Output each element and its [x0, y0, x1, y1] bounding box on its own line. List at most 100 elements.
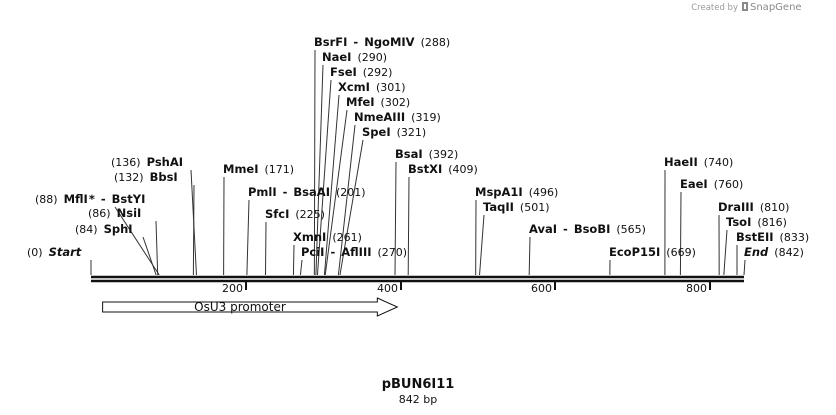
site-label[interactable]: (84)SphI — [75, 222, 133, 236]
feature-osu3-promoter[interactable]: OsU3 promoter — [102, 297, 399, 317]
site-label[interactable]: PmlI-BsaAI(201) — [248, 185, 366, 199]
site-label[interactable]: MmeI(171) — [223, 162, 294, 176]
site-separator: - — [283, 185, 288, 199]
ruler-label-400: 400 — [377, 282, 398, 295]
site-label[interactable]: End(842) — [744, 245, 804, 259]
map-title: pBUN6I11 — [382, 377, 455, 392]
feature-arrow[interactable] — [102, 297, 399, 317]
site-label[interactable]: NaeI(290) — [322, 50, 387, 64]
site-position: (171) — [265, 163, 295, 176]
backbone — [91, 275, 744, 283]
site-leader-line — [155, 220, 159, 276]
site-label[interactable]: TaqII (501) — [483, 200, 550, 214]
site-enzyme-name: AvaI — [529, 222, 557, 236]
site-separator: * — [89, 192, 95, 206]
site-leader-line — [313, 49, 316, 276]
site-enzyme-name: SfcI — [265, 207, 289, 221]
site-label[interactable]: XcmI(301) — [338, 80, 406, 94]
site-label[interactable]: BsrFI-NgoMIV(288) — [314, 35, 450, 49]
site-label[interactable]: BstXI(409) — [408, 162, 478, 176]
site-lines — [90, 49, 746, 276]
ruler-label-800: 800 — [686, 282, 707, 295]
site-leader-line — [190, 169, 197, 276]
site-label[interactable]: PciI-AflIII(270) — [301, 245, 407, 259]
site-enzyme-name: NsiI — [117, 206, 142, 220]
site-position: (760) — [714, 178, 744, 191]
site-enzyme-name: SphI — [104, 222, 133, 236]
site-label[interactable]: MspA1I(496) — [475, 185, 558, 199]
site-leader-line — [264, 221, 267, 276]
site-position: (301) — [376, 81, 406, 94]
site-leader-line — [479, 214, 485, 276]
map-length: 842 bp — [399, 393, 437, 406]
site-position: (833) — [780, 231, 810, 244]
site-enzyme-name: BsrFI — [314, 35, 347, 49]
site-label[interactable]: FseI (292) — [330, 65, 392, 79]
site-position: (321) — [397, 126, 427, 139]
site-enzyme-name: EaeI — [680, 177, 708, 191]
site-label[interactable]: SpeI(321) — [362, 125, 426, 139]
site-label[interactable]: NmeAIII (319) — [354, 110, 441, 124]
site-separator: - — [563, 222, 568, 236]
site-position: (669) — [666, 246, 696, 259]
site-enzyme-name: NgoMIV — [364, 35, 414, 49]
site-position: (225) — [295, 208, 325, 221]
site-label[interactable]: (132)BbsI — [114, 170, 178, 184]
site-label[interactable]: MfeI (302) — [346, 95, 410, 109]
site-enzyme-name: End — [744, 245, 769, 259]
site-leader-line — [337, 124, 356, 276]
site-label[interactable]: TsoI (816) — [726, 215, 787, 229]
site-enzyme-name: PciI — [301, 245, 324, 259]
site-leader-line — [292, 244, 295, 276]
site-enzyme-name: BsoBI — [574, 222, 611, 236]
site-enzyme-name: NaeI — [322, 50, 351, 64]
site-label[interactable]: XmnI(261) — [293, 230, 362, 244]
site-enzyme-name: BsaI — [395, 147, 423, 161]
site-enzyme-name: FseI — [330, 65, 357, 79]
site-labels: (0)Start (84)SphI (86)NsiI (88) MflI* - BstYI (… — [27, 35, 809, 259]
site-enzyme-name: Start — [49, 245, 82, 259]
site-leader-line — [246, 199, 250, 276]
site-label[interactable]: EcoP15I (669) — [609, 245, 696, 259]
site-position: (319) — [411, 111, 441, 124]
site-label[interactable]: BsaI(392) — [395, 147, 458, 161]
site-position: (270) — [378, 246, 408, 259]
site-enzyme-name: BstEII — [736, 230, 774, 244]
site-enzyme-name: TsoI — [726, 215, 751, 229]
site-label[interactable]: BstEII (833) — [736, 230, 809, 244]
watermark-prefix: Created by — [691, 3, 738, 13]
site-enzyme-name: TaqII — [483, 200, 514, 214]
site-position: (292) — [363, 66, 393, 79]
site-label[interactable]: DraIII(810) — [718, 200, 789, 214]
site-position: (261) — [332, 231, 362, 244]
site-position: (302) — [381, 96, 411, 109]
site-label[interactable]: (136)PshAI — [111, 155, 183, 169]
site-label[interactable]: SfcI (225) — [265, 207, 325, 221]
site-enzyme-name: EcoP15I — [609, 245, 660, 259]
site-leader-line — [679, 191, 682, 276]
site-separator: - — [330, 245, 335, 259]
site-enzyme-name: BstYI — [112, 192, 146, 206]
site-position: (816) — [757, 216, 787, 229]
site-leader-line — [114, 206, 160, 276]
site-label[interactable]: (86)NsiI — [88, 206, 141, 220]
site-leader-line — [316, 79, 332, 276]
site-label[interactable]: AvaI-BsoBI(565) — [529, 222, 646, 236]
site-leader-line — [323, 94, 340, 276]
site-label[interactable]: HaeII(740) — [664, 155, 733, 169]
site-position: (501) — [520, 201, 550, 214]
site-enzyme-name: BbsI — [150, 170, 178, 184]
site-enzyme-name: DraIII — [718, 200, 754, 214]
site-label[interactable]: EaeI (760) — [680, 177, 743, 191]
site-enzyme-name: MfeI — [346, 95, 375, 109]
site-label[interactable]: (0)Start — [27, 245, 82, 259]
site-label[interactable]: (88)MflI*-BstYI — [35, 192, 145, 206]
site-position: (88) — [35, 193, 58, 206]
site-leader-line — [743, 259, 746, 276]
site-leader-line — [723, 229, 728, 276]
site-enzyme-name: MflI — [64, 192, 88, 206]
site-enzyme-name: BstXI — [408, 162, 442, 176]
site-enzyme-name: NmeAIII — [354, 110, 405, 124]
site-position: (288) — [421, 36, 451, 49]
